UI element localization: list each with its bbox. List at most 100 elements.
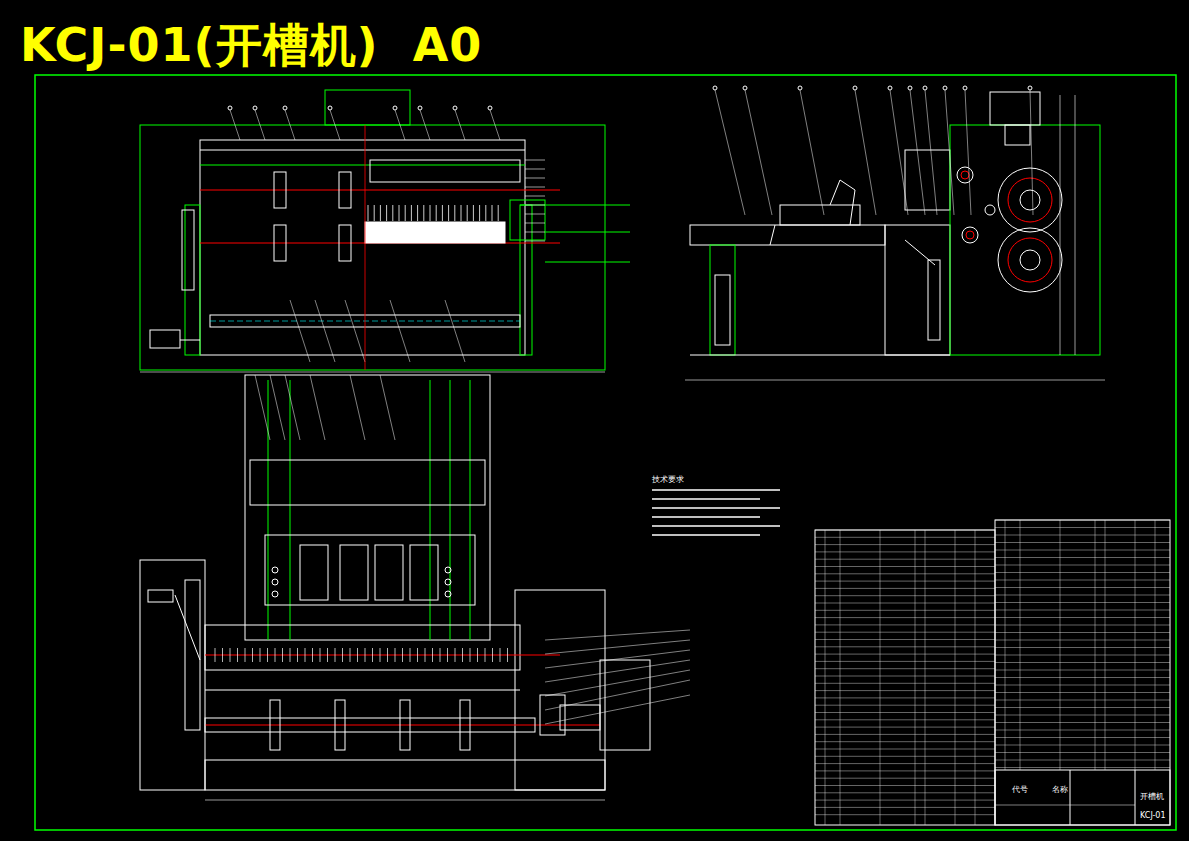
- outline: [340, 545, 368, 600]
- line: [267, 648, 268, 662]
- outline: [928, 260, 940, 340]
- line: [800, 90, 824, 215]
- line: [525, 205, 545, 206]
- line: [995, 542, 1170, 543]
- line: [815, 551, 995, 552]
- outline: [995, 770, 1170, 825]
- line: [815, 690, 995, 691]
- line: [815, 705, 995, 706]
- line: [525, 169, 545, 170]
- line: [815, 544, 995, 545]
- outline: [339, 225, 351, 261]
- line: [815, 814, 995, 815]
- line: [1060, 95, 1061, 355]
- circle: [328, 106, 332, 110]
- line: [490, 110, 500, 140]
- outline: [780, 205, 860, 225]
- line: [995, 625, 1170, 626]
- line: [399, 205, 400, 221]
- line: [525, 232, 545, 233]
- line: [230, 110, 240, 140]
- circle: [1020, 190, 1040, 210]
- outline: [375, 545, 403, 600]
- circle: [445, 591, 451, 597]
- line: [455, 648, 456, 662]
- line: [652, 534, 760, 536]
- line: [995, 527, 1170, 528]
- line: [995, 580, 1170, 581]
- line: [890, 90, 908, 215]
- line: [815, 537, 995, 538]
- line: [815, 778, 995, 779]
- line: [297, 648, 298, 662]
- line: [402, 648, 403, 662]
- line: [380, 375, 395, 440]
- line: [290, 300, 310, 362]
- line: [815, 603, 995, 604]
- line: [815, 566, 995, 567]
- line: [995, 610, 1170, 611]
- line: [815, 595, 995, 596]
- line: [825, 530, 826, 825]
- line: [815, 639, 995, 640]
- line: [175, 595, 200, 660]
- line: [995, 752, 1170, 753]
- outline: [995, 520, 1170, 825]
- outline: [182, 210, 194, 290]
- line: [840, 530, 841, 825]
- outline: [300, 545, 328, 600]
- line: [995, 550, 1170, 551]
- line: [815, 610, 995, 611]
- line: [880, 530, 881, 825]
- line: [545, 680, 690, 710]
- line: [520, 205, 630, 206]
- line: [815, 632, 995, 633]
- line: [815, 719, 995, 720]
- line: [995, 670, 1170, 671]
- line: [1070, 770, 1071, 825]
- circle: [923, 86, 927, 90]
- line: [690, 355, 950, 356]
- line: [357, 648, 358, 662]
- outline: [205, 718, 535, 732]
- line: [315, 300, 335, 362]
- line: [1135, 770, 1136, 825]
- line: [320, 648, 321, 662]
- circle: [488, 106, 492, 110]
- line: [442, 205, 443, 221]
- line: [815, 624, 995, 625]
- line: [215, 648, 216, 662]
- circle: [713, 86, 717, 90]
- line: [652, 516, 760, 518]
- line: [436, 205, 437, 221]
- circle: [1008, 178, 1052, 222]
- circle: [798, 86, 802, 90]
- line: [995, 557, 1170, 558]
- line: [965, 90, 971, 215]
- line: [995, 707, 1170, 708]
- line: [500, 648, 501, 662]
- line: [815, 617, 995, 618]
- circle: [1020, 250, 1040, 270]
- outline: [690, 225, 885, 245]
- line: [410, 648, 411, 662]
- line: [545, 650, 690, 668]
- circle: [445, 567, 451, 573]
- line: [1135, 520, 1136, 770]
- line: [770, 225, 775, 245]
- outline: [200, 140, 525, 355]
- outline: [325, 90, 410, 125]
- line: [395, 110, 405, 140]
- circle: [1028, 86, 1032, 90]
- line: [652, 489, 780, 491]
- line: [545, 670, 690, 696]
- line: [200, 189, 560, 190]
- line: [425, 648, 426, 662]
- outline: [365, 222, 505, 243]
- line: [995, 565, 1170, 566]
- line: [485, 648, 486, 662]
- circle: [998, 168, 1062, 232]
- line: [507, 648, 508, 662]
- line: [815, 785, 995, 786]
